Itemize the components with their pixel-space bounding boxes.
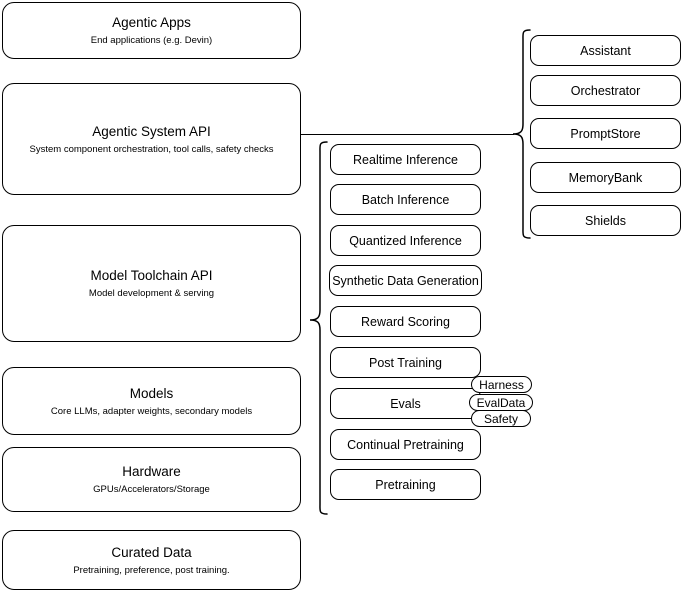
layer-title: Curated Data bbox=[111, 544, 192, 560]
capability-chip-batch-inference[interactable]: Batch Inference bbox=[330, 184, 481, 215]
layer-title: Model Toolchain API bbox=[90, 268, 213, 283]
eval-pill-evaldata[interactable]: EvalData bbox=[469, 394, 533, 411]
pill-label: EvalData bbox=[476, 395, 526, 410]
chip-label: Shields bbox=[585, 213, 626, 228]
layer-subtitle: End applications (e.g. Devin) bbox=[90, 35, 213, 46]
chip-label: Orchestrator bbox=[570, 83, 641, 98]
layer-box-model-toolchain-api[interactable]: Model Toolchain API Model development & … bbox=[2, 225, 301, 342]
chip-label: MemoryBank bbox=[568, 170, 643, 185]
pill-label: Safety bbox=[483, 411, 519, 426]
chip-label: Realtime Inference bbox=[353, 152, 458, 167]
layer-subtitle: Pretraining, preference, post training. bbox=[73, 564, 230, 576]
component-chip-orchestrator[interactable]: Orchestrator bbox=[530, 75, 681, 106]
capability-chip-synthetic-data-generation[interactable]: Synthetic Data Generation bbox=[329, 265, 482, 296]
capability-chip-realtime-inference[interactable]: Realtime Inference bbox=[330, 144, 481, 175]
component-chip-memorybank[interactable]: MemoryBank bbox=[530, 162, 681, 193]
chip-label: Reward Scoring bbox=[361, 314, 450, 329]
chip-label: Continual Pretraining bbox=[347, 437, 464, 452]
chip-label: PromptStore bbox=[570, 126, 641, 141]
layer-subtitle: GPUs/Accelerators/Storage bbox=[93, 484, 210, 495]
layer-title: Agentic Apps bbox=[112, 15, 191, 30]
model-toolchain-capabilities-brace bbox=[305, 140, 329, 520]
eval-pill-harness[interactable]: Harness bbox=[471, 376, 532, 393]
capability-chip-evals[interactable]: Evals bbox=[330, 388, 481, 419]
layer-box-hardware[interactable]: Hardware GPUs/Accelerators/Storage bbox=[2, 447, 301, 512]
eval-pill-safety[interactable]: Safety bbox=[471, 410, 531, 427]
pill-label: Harness bbox=[479, 377, 524, 392]
layer-subtitle: System component orchestration, tool cal… bbox=[29, 143, 274, 155]
chip-label: Batch Inference bbox=[361, 192, 450, 207]
component-chip-assistant[interactable]: Assistant bbox=[530, 35, 681, 66]
connector-line-system-api-to-components bbox=[301, 134, 514, 136]
capability-chip-continual-pretraining[interactable]: Continual Pretraining bbox=[330, 429, 481, 460]
chip-label: Assistant bbox=[580, 43, 631, 58]
layer-title: Models bbox=[129, 385, 174, 401]
component-chip-shields[interactable]: Shields bbox=[530, 205, 681, 236]
chip-label: Pretraining bbox=[375, 477, 436, 492]
chip-label: Synthetic Data Generation bbox=[332, 273, 479, 288]
chip-label: Evals bbox=[390, 396, 421, 411]
layer-box-models[interactable]: Models Core LLMs, adapter weights, secon… bbox=[2, 367, 301, 435]
layer-subtitle: Model development & serving bbox=[88, 288, 215, 299]
layer-box-curated-data[interactable]: Curated Data Pretraining, preference, po… bbox=[2, 530, 301, 590]
layer-box-agentic-system-api[interactable]: Agentic System API System component orch… bbox=[2, 83, 301, 195]
capability-chip-pretraining[interactable]: Pretraining bbox=[330, 469, 481, 500]
chip-label: Quantized Inference bbox=[349, 233, 462, 248]
layer-title: Hardware bbox=[122, 464, 181, 479]
chip-label: Post Training bbox=[369, 355, 442, 370]
layer-title: Agentic System API bbox=[92, 123, 211, 139]
capability-chip-quantized-inference[interactable]: Quantized Inference bbox=[330, 225, 481, 256]
layer-subtitle: Core LLMs, adapter weights, secondary mo… bbox=[50, 405, 253, 417]
agentic-system-components-brace bbox=[510, 28, 532, 246]
layer-box-agentic-apps[interactable]: Agentic Apps End applications (e.g. Devi… bbox=[2, 2, 301, 59]
capability-chip-reward-scoring[interactable]: Reward Scoring bbox=[330, 306, 481, 337]
capability-chip-post-training[interactable]: Post Training bbox=[330, 347, 481, 378]
component-chip-promptstore[interactable]: PromptStore bbox=[530, 118, 681, 149]
